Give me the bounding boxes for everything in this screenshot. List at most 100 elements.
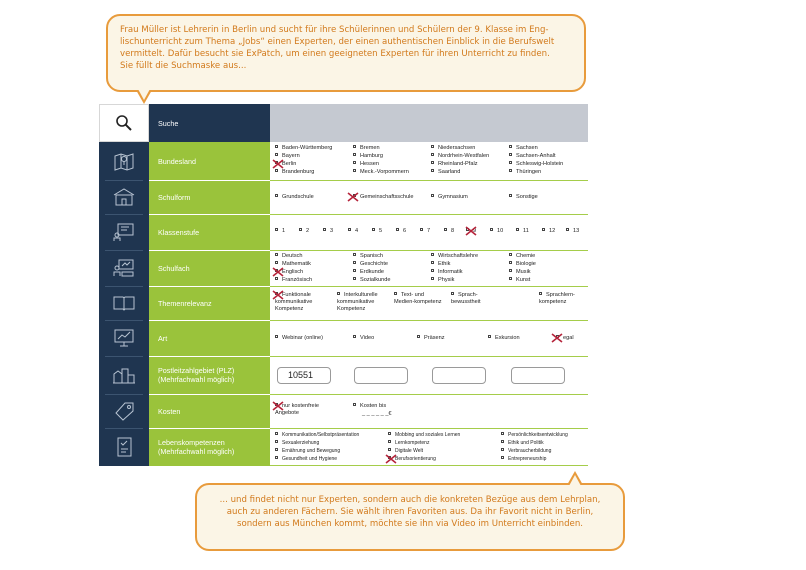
option-sprachlernkompetenz[interactable]: Sprachlern-kompetenz — [539, 292, 575, 305]
checkbox[interactable] — [275, 432, 278, 435]
checkbox[interactable] — [509, 277, 512, 280]
option-funktionale-kompetenz[interactable]: Funktionale kommunikative Kompetenz — [275, 292, 313, 312]
checkbox[interactable] — [501, 456, 504, 459]
option-meck-vorpommern[interactable]: Meck.-Vorpommern — [353, 169, 409, 176]
checkbox[interactable] — [431, 169, 434, 172]
option-mobbing[interactable]: Mobbing und soziales Lernen — [388, 432, 460, 438]
option-klasse-8[interactable]: 8 — [444, 228, 454, 235]
option-ethik[interactable]: Ethik — [431, 261, 450, 268]
checkbox[interactable] — [509, 169, 512, 172]
option-klasse-13[interactable]: 13 — [566, 228, 579, 235]
checkbox[interactable] — [353, 145, 356, 148]
option-franzoesisch[interactable]: Französisch — [275, 277, 312, 284]
checkbox[interactable] — [372, 228, 375, 231]
checkbox[interactable] — [275, 448, 278, 451]
option-praesenz[interactable]: Präsenz — [417, 335, 445, 342]
option-verbraucherbildung[interactable]: Verbraucherbildung — [501, 448, 551, 454]
option-klasse-5[interactable]: 5 — [372, 228, 382, 235]
option-klasse-12[interactable]: 12 — [542, 228, 555, 235]
option-sachsen[interactable]: Sachsen — [509, 145, 538, 152]
option-baden-wuerttemberg[interactable]: Baden-Württemberg — [275, 145, 332, 152]
option-kommunikation[interactable]: Kommunikation/Selbstpräsentation — [275, 432, 359, 438]
checkbox[interactable] — [444, 228, 447, 231]
checkbox[interactable] — [490, 228, 493, 231]
checkbox[interactable] — [275, 456, 278, 459]
checkbox[interactable] — [509, 261, 512, 264]
checkbox[interactable] — [539, 292, 542, 295]
plz-input-3[interactable] — [432, 367, 486, 384]
option-klasse-7[interactable]: 7 — [420, 228, 430, 235]
option-spanisch[interactable]: Spanisch — [353, 253, 383, 260]
checkbox[interactable] — [394, 292, 397, 295]
checkbox[interactable] — [353, 335, 356, 338]
option-mathematik[interactable]: Mathematik — [275, 261, 311, 268]
option-ethik-politik[interactable]: Ethik und Politik — [501, 440, 544, 446]
option-sonstige[interactable]: Sonstige — [509, 194, 538, 201]
option-kostenfrei[interactable]: nur kostenfreie Angebote — [275, 403, 320, 416]
option-chemie[interactable]: Chemie — [509, 253, 535, 260]
option-brandenburg[interactable]: Brandenburg — [275, 169, 314, 176]
checkbox[interactable] — [509, 269, 512, 272]
checkbox[interactable] — [323, 228, 326, 231]
option-exkursion[interactable]: Exkursion — [488, 335, 520, 342]
checkbox[interactable] — [275, 440, 278, 443]
option-informatik[interactable]: Informatik — [431, 269, 463, 276]
checkbox[interactable] — [451, 292, 454, 295]
option-saarland[interactable]: Saarland — [431, 169, 460, 176]
option-klasse-10[interactable]: 10 — [490, 228, 503, 235]
checkbox[interactable] — [275, 335, 278, 338]
option-klasse-11[interactable]: 11 — [516, 228, 529, 235]
option-gemeinschaftsschule[interactable]: Gemeinschaftsschule — [353, 194, 413, 201]
checkbox[interactable] — [509, 145, 512, 148]
option-gymnasium[interactable]: Gymnasium — [431, 194, 468, 201]
checkbox[interactable] — [431, 194, 434, 197]
option-hamburg[interactable]: Hamburg — [353, 153, 383, 160]
option-rheinland-pfalz[interactable]: Rheinland-Pfalz — [431, 161, 478, 168]
checkbox[interactable] — [353, 277, 356, 280]
option-thueringen[interactable]: Thüringen — [509, 169, 541, 176]
checkbox[interactable] — [353, 403, 356, 406]
option-erdkunde[interactable]: Erdkunde — [353, 269, 384, 276]
checkbox[interactable] — [431, 153, 434, 156]
option-interkulturelle-kompetenz[interactable]: Interkulturelle kommunikative Kompetenz — [337, 292, 378, 312]
option-bayern[interactable]: Bayern — [275, 153, 300, 160]
checkbox[interactable] — [353, 153, 356, 156]
checkbox[interactable] — [509, 253, 512, 256]
option-text-medienkompetenz[interactable]: Text- und Medien-kompetenz — [394, 292, 442, 305]
option-klasse-4[interactable]: 4 — [348, 228, 358, 235]
option-klasse-1[interactable]: 1 — [275, 228, 285, 235]
checkbox[interactable] — [516, 228, 519, 231]
checkbox[interactable] — [501, 432, 504, 435]
search-button[interactable] — [99, 104, 149, 142]
option-nordrhein-westfalen[interactable]: Nordrhein-Westfalen — [431, 153, 489, 160]
option-klasse-6[interactable]: 6 — [396, 228, 406, 235]
checkbox[interactable] — [431, 277, 434, 280]
checkbox[interactable] — [509, 161, 512, 164]
checkbox[interactable] — [488, 335, 491, 338]
option-lernkompetenz[interactable]: Lernkompetenz — [388, 440, 429, 446]
checkbox[interactable] — [275, 261, 278, 264]
checkbox[interactable] — [275, 169, 278, 172]
checkbox[interactable] — [388, 448, 391, 451]
checkbox[interactable] — [431, 161, 434, 164]
plz-input-2[interactable] — [354, 367, 408, 384]
checkbox[interactable] — [275, 145, 278, 148]
option-sachsen-anhalt[interactable]: Sachsen-Anhalt — [509, 153, 556, 160]
checkbox[interactable] — [431, 145, 434, 148]
option-geschichte[interactable]: Geschichte — [353, 261, 388, 268]
option-digitale-welt[interactable]: Digitale Welt — [388, 448, 423, 454]
checkbox[interactable] — [396, 228, 399, 231]
option-deutsch[interactable]: Deutsch — [275, 253, 303, 260]
checkbox[interactable] — [509, 153, 512, 156]
option-bremen[interactable]: Bremen — [353, 145, 380, 152]
option-grundschule[interactable]: Grundschule — [275, 194, 314, 201]
checkbox[interactable] — [275, 253, 278, 256]
checkbox[interactable] — [299, 228, 302, 231]
checkbox[interactable] — [353, 261, 356, 264]
option-sprachbewusstheit[interactable]: Sprach-bewusstheit — [451, 292, 481, 305]
checkbox[interactable] — [509, 194, 512, 197]
option-webinar[interactable]: Webinar (online) — [275, 335, 323, 342]
checkbox[interactable] — [420, 228, 423, 231]
option-sozialkunde[interactable]: Sozialkunde — [353, 277, 390, 284]
option-klasse-2[interactable]: 2 — [299, 228, 309, 235]
